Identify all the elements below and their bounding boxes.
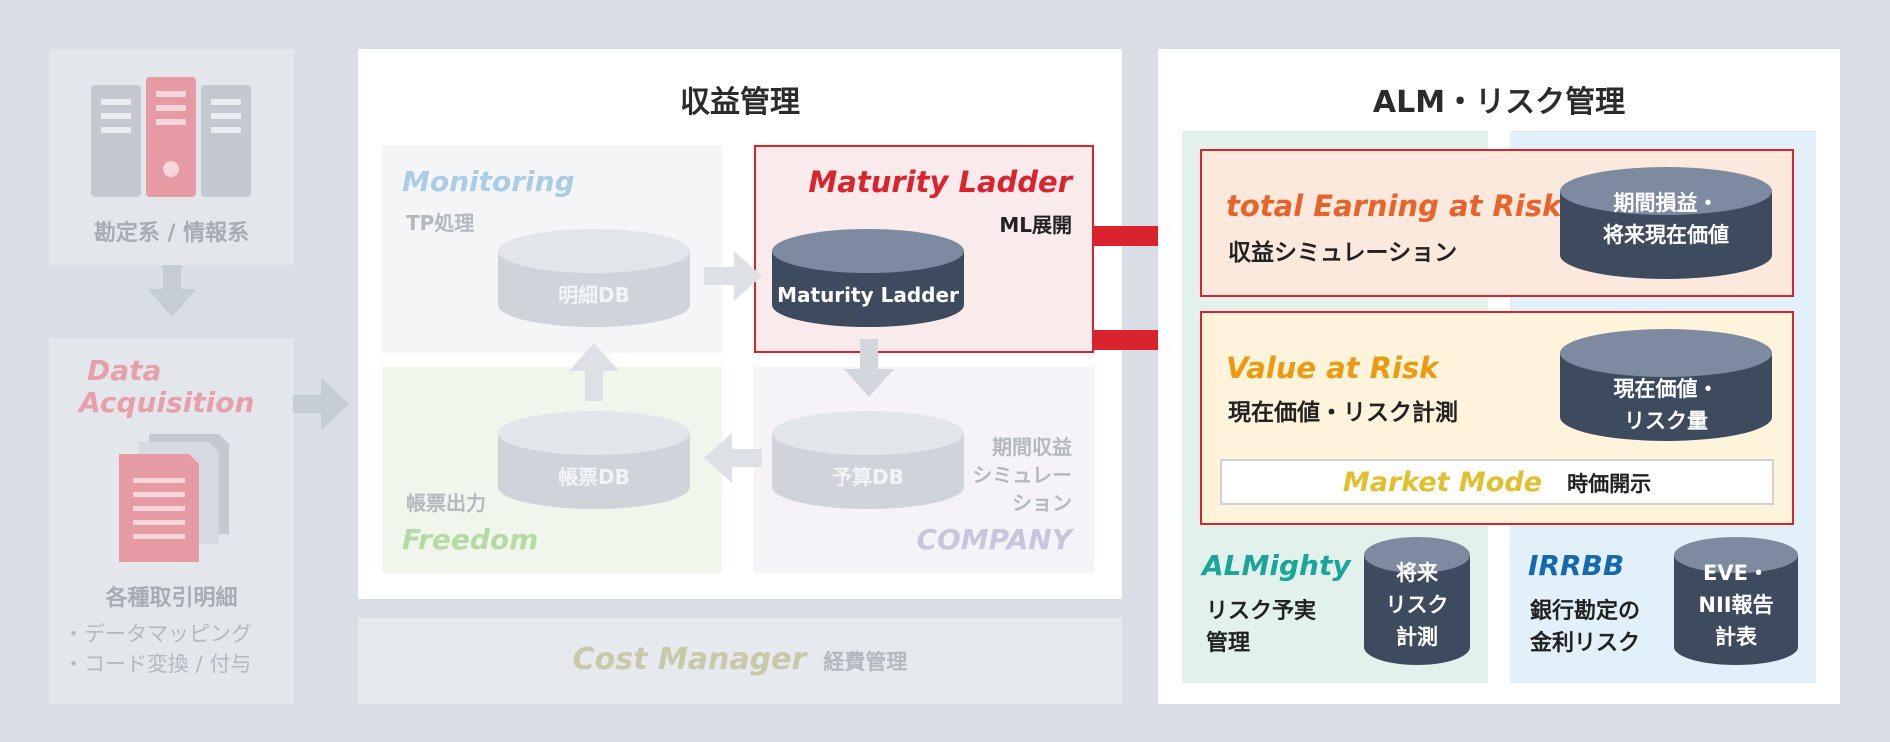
- data-acquisition-panel: Data Acquisition 各種取引明細 ・データマッピング ・コード変換…: [49, 338, 294, 704]
- market-mode-title: Market Mode: [1342, 467, 1542, 498]
- detail-db-label: 明細DB: [558, 283, 630, 307]
- irrbb-subtitle-2: 金利リスク: [1530, 631, 1641, 656]
- budget-db: 予算DB: [772, 411, 964, 511]
- cost-manager-panel: Cost Manager 経費管理: [358, 618, 1122, 704]
- documents-icon: [119, 434, 229, 562]
- report-db-label: 帳票DB: [558, 465, 630, 489]
- maturity-ladder-db: Maturity Ladder: [772, 229, 964, 329]
- value-at-risk-panel: Value at Risk 現在価値・リスク計測 現在価値・ リスク量 Mark…: [1200, 311, 1794, 525]
- earning-at-risk-title: total Earning at Risk: [1226, 189, 1562, 223]
- var-db-line2: リスク量: [1624, 409, 1708, 433]
- irrbb-subtitle-1: 銀行勘定の: [1530, 599, 1641, 624]
- arrow-ml-to-budget-icon: [844, 339, 894, 397]
- almighty-db-line1: 将来: [1396, 561, 1438, 585]
- period-simulation-line3: ション: [1012, 491, 1072, 515]
- value-at-risk-subtitle: 現在価値・リスク計測: [1228, 400, 1458, 426]
- period-simulation-line1: 期間収益: [992, 435, 1072, 459]
- data-acquisition-title-2: Acquisition: [79, 386, 255, 419]
- freedom-title: Freedom: [402, 523, 539, 556]
- ml-deploy-label: ML展開: [999, 213, 1072, 237]
- report-output-label: 帳票出力: [406, 491, 486, 515]
- budget-db-label: 予算DB: [832, 465, 904, 489]
- monitoring-title: Monitoring: [402, 165, 575, 198]
- almighty-db-line3: 計測: [1396, 625, 1438, 649]
- right-arrow-icon: [293, 378, 349, 430]
- irrbb-db-line2: NII報告: [1698, 593, 1774, 617]
- source-systems-panel: 勘定系 / 情報系: [49, 49, 294, 265]
- transaction-details-label: 各種取引明細: [105, 586, 238, 611]
- ear-db: 期間損益・ 将来現在価値: [1560, 167, 1772, 279]
- cost-manager-title: Cost Manager: [572, 642, 807, 677]
- cost-manager-label: 経費管理: [823, 650, 908, 674]
- almighty-subtitle-1: リスク予実: [1206, 599, 1317, 624]
- almighty-db-line2: リスク: [1385, 593, 1449, 617]
- tp-processing-label: TP処理: [406, 211, 475, 235]
- earning-at-risk-panel: total Earning at Risk 収益シミュレーション 期間損益・ 将…: [1200, 149, 1794, 297]
- cost-manager-row: Cost Manager 経費管理: [358, 642, 1122, 677]
- down-arrow-icon: [148, 265, 196, 317]
- irrbb-db: EVE・ NII報告 計表: [1674, 537, 1798, 665]
- server-icon: [91, 77, 251, 197]
- detail-db: 明細DB: [498, 229, 690, 329]
- revenue-management-title: 収益管理: [680, 85, 800, 120]
- report-db: 帳票DB: [498, 411, 690, 511]
- maturity-ladder-title: Maturity Ladder: [808, 165, 1072, 199]
- ear-db-line2: 将来現在価値: [1603, 223, 1729, 247]
- almighty-title: ALMighty: [1202, 549, 1351, 582]
- revenue-management-panel: 収益管理 Monitoring TP処理 帳票出力 Freedom 期間収益 シ…: [358, 49, 1122, 599]
- source-systems-label: 勘定系 / 情報系: [93, 221, 250, 246]
- company-title: COMPANY: [916, 523, 1072, 556]
- market-mode-label: 時価開示: [1567, 472, 1652, 496]
- irrbb-db-line1: EVE・: [1703, 561, 1769, 585]
- alm-risk-panel: ALM・リスク管理 total Earning at Risk 収益シミュレーシ…: [1158, 49, 1840, 704]
- alm-risk-title: ALM・リスク管理: [1372, 85, 1626, 120]
- value-at-risk-title: Value at Risk: [1226, 351, 1439, 385]
- market-mode-panel: Market Mode 時価開示: [1220, 459, 1774, 505]
- var-db-line1: 現在価値・: [1613, 377, 1719, 401]
- irrbb-db-line3: 計表: [1715, 625, 1757, 649]
- bullet-code-conversion: ・コード変換 / 付与: [63, 652, 252, 676]
- almighty-db: 将来 リスク 計測: [1364, 537, 1470, 665]
- ear-db-line1: 期間損益・: [1613, 191, 1719, 215]
- earning-at-risk-subtitle: 収益シミュレーション: [1228, 240, 1458, 266]
- period-simulation-line2: シミュレー: [972, 463, 1072, 487]
- var-db: 現在価値・ リスク量: [1560, 329, 1772, 441]
- arrow-report-to-detail-icon: [569, 343, 619, 401]
- irrbb-title: IRRBB: [1528, 549, 1625, 582]
- arrow-detail-to-ml-icon: [704, 251, 762, 301]
- almighty-subtitle-2: 管理: [1206, 631, 1251, 656]
- bullet-data-mapping: ・データマッピング: [63, 622, 252, 646]
- arrow-budget-to-report-icon: [704, 433, 762, 483]
- maturity-ladder-db-label: Maturity Ladder: [777, 283, 959, 307]
- data-acquisition-title-1: Data: [87, 354, 162, 387]
- market-mode-row: Market Mode 時価開示: [1222, 467, 1772, 498]
